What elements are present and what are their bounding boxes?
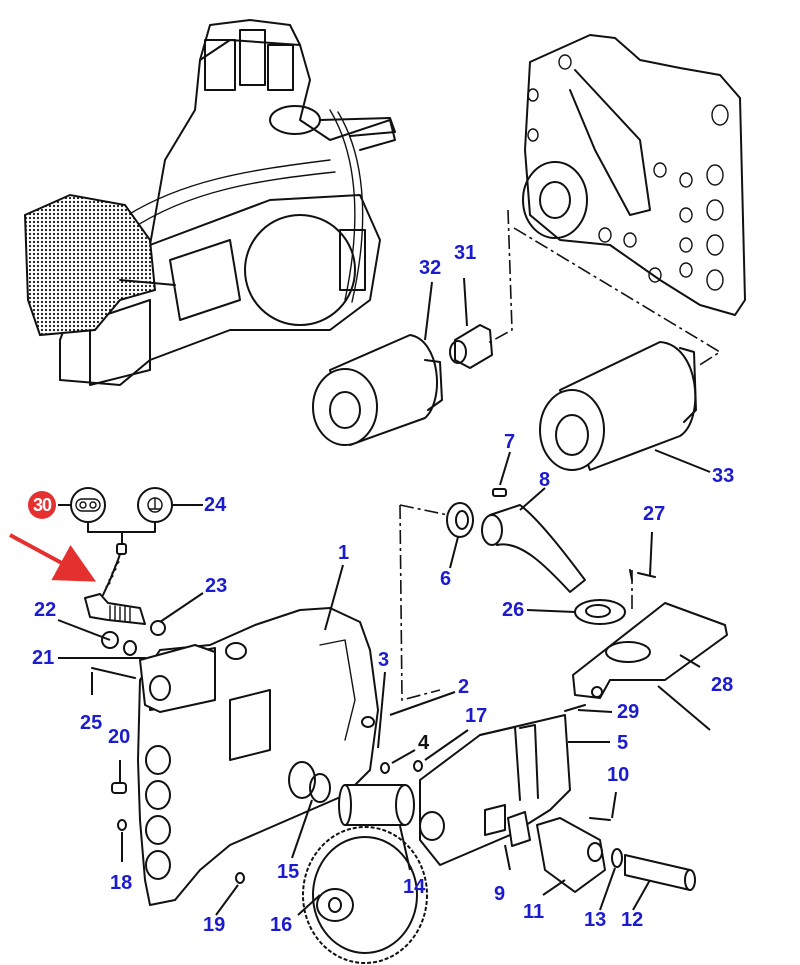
dowel-20 bbox=[111, 782, 127, 794]
pin-2 bbox=[361, 716, 375, 728]
nut-23 bbox=[150, 620, 166, 636]
assembly-dash-line-filter bbox=[513, 227, 722, 367]
callout-18[interactable]: 18 bbox=[110, 872, 133, 894]
callout-10[interactable]: 10 bbox=[607, 764, 630, 786]
valve-cover-plate bbox=[522, 34, 746, 316]
callout-20[interactable]: 20 bbox=[108, 726, 131, 748]
sleeve-14 bbox=[338, 784, 415, 826]
bolt-29 bbox=[564, 704, 586, 712]
callout-27[interactable]: 27 bbox=[643, 503, 666, 525]
bolt-10 bbox=[589, 817, 611, 821]
callout-17[interactable]: 17 bbox=[465, 705, 488, 727]
pipe-8 bbox=[481, 504, 586, 593]
callout-9[interactable]: 9 bbox=[494, 883, 506, 905]
bracket-26 bbox=[574, 599, 626, 625]
sender-cable bbox=[102, 547, 123, 596]
callout-11[interactable]: 11 bbox=[523, 901, 545, 923]
leader-lines bbox=[57, 277, 711, 916]
callout-12[interactable]: 12 bbox=[621, 909, 644, 931]
sleeve-12 bbox=[624, 854, 696, 891]
callout-5[interactable]: 5 bbox=[617, 732, 629, 754]
filter-adapter bbox=[449, 324, 493, 369]
callout-22[interactable]: 22 bbox=[34, 599, 57, 621]
callout-15[interactable]: 15 bbox=[277, 861, 300, 883]
callout-19[interactable]: 19 bbox=[203, 914, 226, 936]
callout-25[interactable]: 25 bbox=[80, 712, 103, 734]
callout-1[interactable]: 1 bbox=[338, 542, 350, 564]
nut-29 bbox=[591, 686, 603, 698]
callout-16[interactable]: 16 bbox=[270, 914, 293, 936]
assembly-dash-line-pipe bbox=[399, 504, 449, 702]
washer-17 bbox=[413, 760, 423, 772]
washer-19 bbox=[235, 872, 245, 884]
callout-4[interactable]: 4 bbox=[418, 732, 430, 754]
plate-28 bbox=[572, 602, 728, 699]
callout-3[interactable]: 3 bbox=[378, 649, 390, 671]
filter-left bbox=[312, 334, 443, 446]
transmission-illustration bbox=[23, 19, 396, 386]
callout-26[interactable]: 26 bbox=[502, 599, 525, 621]
callout-30-highlight-badge[interactable]: 30 bbox=[28, 491, 56, 519]
callout-21[interactable]: 21 bbox=[32, 647, 55, 669]
highlight-arrow bbox=[9, 533, 97, 582]
filter-right bbox=[539, 341, 697, 471]
washer-18 bbox=[117, 819, 127, 831]
callout-2[interactable]: 2 bbox=[458, 676, 470, 698]
washer-4 bbox=[380, 762, 390, 774]
callout-14[interactable]: 14 bbox=[403, 876, 426, 898]
connector-one-pin bbox=[137, 487, 173, 523]
callout-33[interactable]: 33 bbox=[712, 465, 735, 487]
callout-28[interactable]: 28 bbox=[711, 674, 734, 696]
end-cover-11 bbox=[536, 817, 606, 893]
callout-6[interactable]: 6 bbox=[440, 568, 452, 590]
temperature-sender bbox=[84, 593, 146, 625]
callout-13[interactable]: 13 bbox=[584, 909, 607, 931]
stud-22-nut bbox=[101, 631, 137, 656]
hydraulic-pump-5 bbox=[419, 714, 571, 866]
seal-6 bbox=[446, 502, 474, 538]
bolt-25 bbox=[91, 667, 136, 679]
bolt-27 bbox=[629, 569, 656, 581]
callout-29[interactable]: 29 bbox=[617, 701, 640, 723]
connector-two-pin bbox=[70, 487, 106, 523]
assembly-dash-line-upper bbox=[487, 209, 513, 344]
callout-23[interactable]: 23 bbox=[205, 575, 228, 597]
pin-7 bbox=[492, 488, 507, 497]
mount-block bbox=[139, 644, 216, 713]
callout-32[interactable]: 32 bbox=[419, 257, 442, 279]
callout-24[interactable]: 24 bbox=[204, 494, 227, 516]
drive-gear-16 bbox=[302, 826, 428, 964]
callout-31[interactable]: 31 bbox=[454, 242, 477, 264]
callout-8[interactable]: 8 bbox=[539, 469, 551, 491]
o-ring-13 bbox=[611, 848, 623, 868]
gasket-9 bbox=[507, 811, 531, 847]
callout-7[interactable]: 7 bbox=[504, 431, 516, 453]
